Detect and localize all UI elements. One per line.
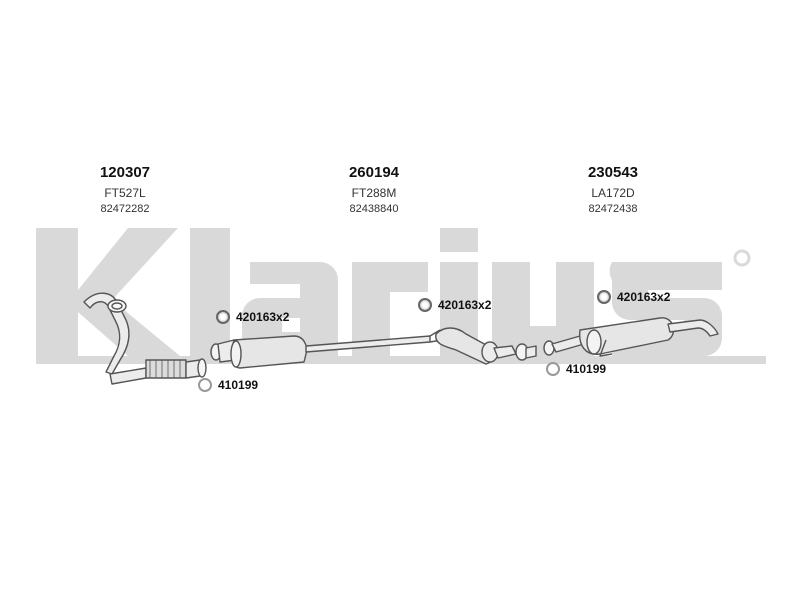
part-code: FT288M — [351, 186, 397, 200]
accessory-clamp-rear: 420163x2 — [597, 290, 670, 304]
accessory-label: 410199 — [218, 378, 259, 392]
clamp-ring-icon — [216, 310, 230, 324]
accessory-clamp-middle: 420163x2 — [418, 298, 491, 312]
rear-silencer — [543, 317, 719, 357]
centre-silencer — [210, 329, 443, 369]
front-pipe — [83, 292, 207, 385]
part-number: 230543 — [587, 164, 639, 181]
gasket-ring-icon — [546, 362, 560, 376]
clamp-ring-icon — [418, 298, 432, 312]
part-number: 260194 — [348, 164, 400, 181]
accessory-label: 420163x2 — [438, 298, 492, 312]
part-oe-number: 82472438 — [588, 203, 638, 215]
part-code: LA172D — [591, 186, 635, 200]
accessory-label: 420163x2 — [236, 310, 290, 324]
accessory-ring-rear: 410199 — [546, 362, 606, 376]
clamp-ring-icon — [597, 290, 611, 304]
accessory-clamp-front: 420163x2 — [216, 310, 289, 324]
intermediate-silencer — [435, 327, 537, 365]
part-group-centre-silencer: 260194 FT288M 82438840 — [294, 164, 454, 216]
accessory-ring-front: 410199 — [198, 378, 258, 392]
part-code: FT527L — [104, 186, 146, 200]
part-number: 120307 — [99, 164, 151, 181]
part-oe-number: 82438840 — [349, 203, 399, 215]
accessory-label: 420163x2 — [617, 290, 671, 304]
part-group-front-pipe: 120307 FT527L 82472282 — [45, 164, 205, 216]
part-group-rear-silencer: 230543 LA172D 82472438 — [533, 164, 693, 216]
part-oe-number: 82472282 — [100, 203, 150, 215]
accessory-label: 410199 — [566, 362, 607, 376]
gasket-ring-icon — [198, 378, 212, 392]
